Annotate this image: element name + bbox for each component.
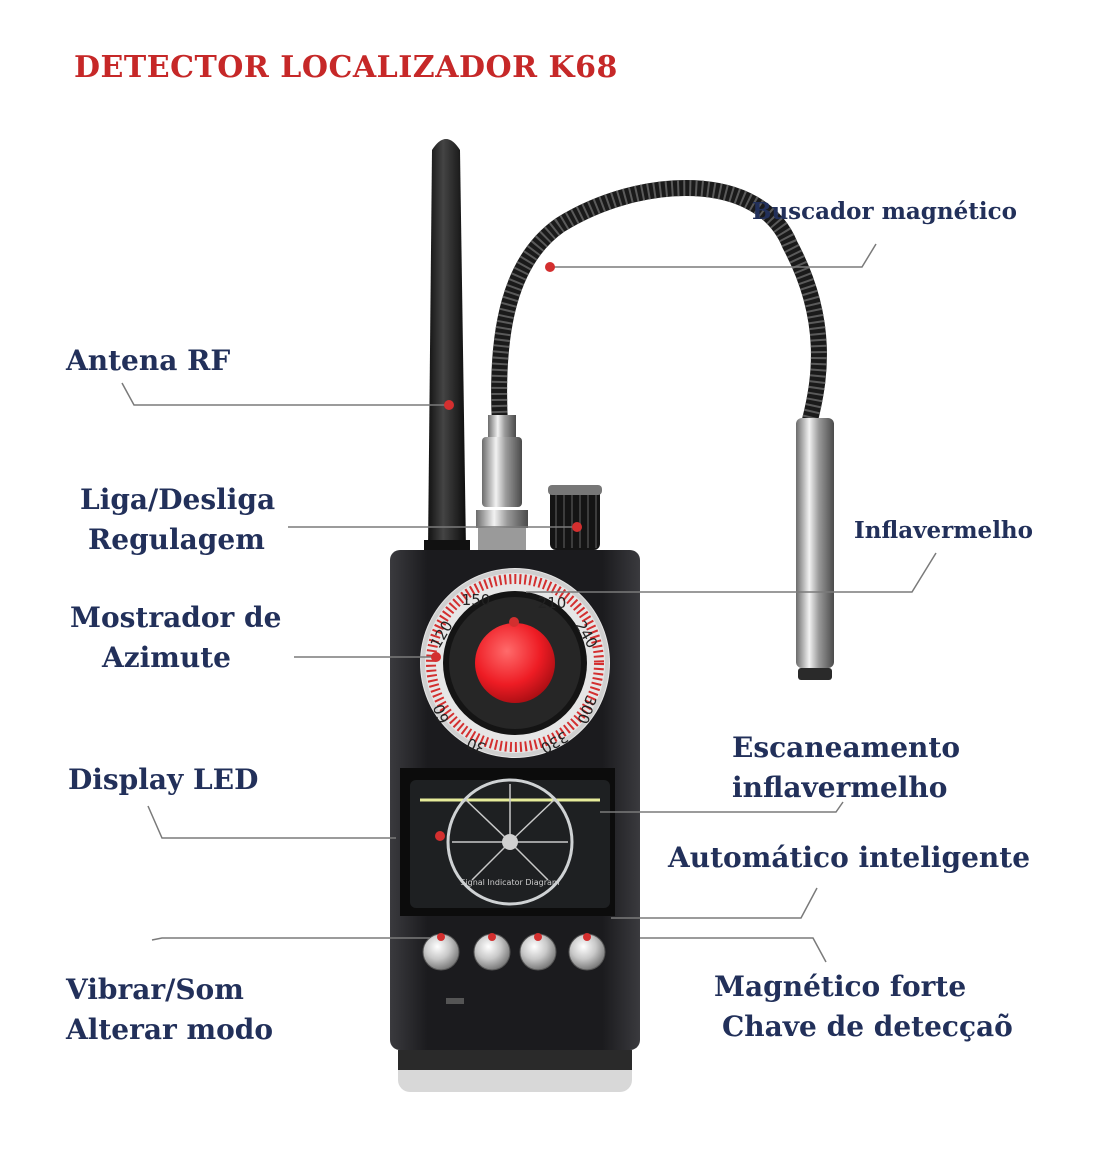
- azimuth-dial: 150 210 240 300 330 30 60 120: [420, 568, 610, 758]
- led-display: Signal Indicator Diagram: [400, 768, 615, 916]
- dial-tick: 60: [430, 702, 453, 726]
- magnetic-probe-cable: [491, 180, 827, 433]
- label-vibrar-som: Vibrar/Som Alterar modo: [66, 973, 274, 1046]
- leader-lines: [121, 243, 937, 963]
- marker-dots: [431, 262, 582, 841]
- infrared-lens: [475, 623, 555, 703]
- control-buttons: [422, 933, 606, 1004]
- label-display-led: Display LED: [68, 763, 259, 796]
- probe-connector: [476, 415, 528, 550]
- dial-tick: 150: [462, 591, 491, 609]
- label-escaneamento: Escaneamento inflavermelho: [732, 731, 961, 804]
- label-liga-desliga: Liga/Desliga Regulagem: [80, 483, 276, 556]
- label-buscador-magnetico: Buscador magnético: [752, 198, 1017, 225]
- label-inflavermelho: Inflavermelho: [854, 517, 1033, 544]
- dial-tick: 210: [538, 594, 567, 612]
- label-antena-rf: Antena RF: [66, 344, 231, 377]
- display-caption: Signal Indicator Diagram: [460, 878, 560, 887]
- dial-tick: 30: [464, 734, 488, 757]
- label-mostrador-azimute: Mostrador de Azimute: [70, 601, 282, 674]
- label-automatico: Automático inteligente: [668, 841, 1031, 874]
- page-title: DETECTOR LOCALIZADOR K68: [74, 50, 618, 85]
- power-knob: [548, 485, 602, 550]
- label-magnetico-forte: Magnético forte Chave de detecçaõ: [714, 970, 1013, 1043]
- rf-antenna: [424, 139, 470, 554]
- infrared-probe-tip: [796, 418, 834, 680]
